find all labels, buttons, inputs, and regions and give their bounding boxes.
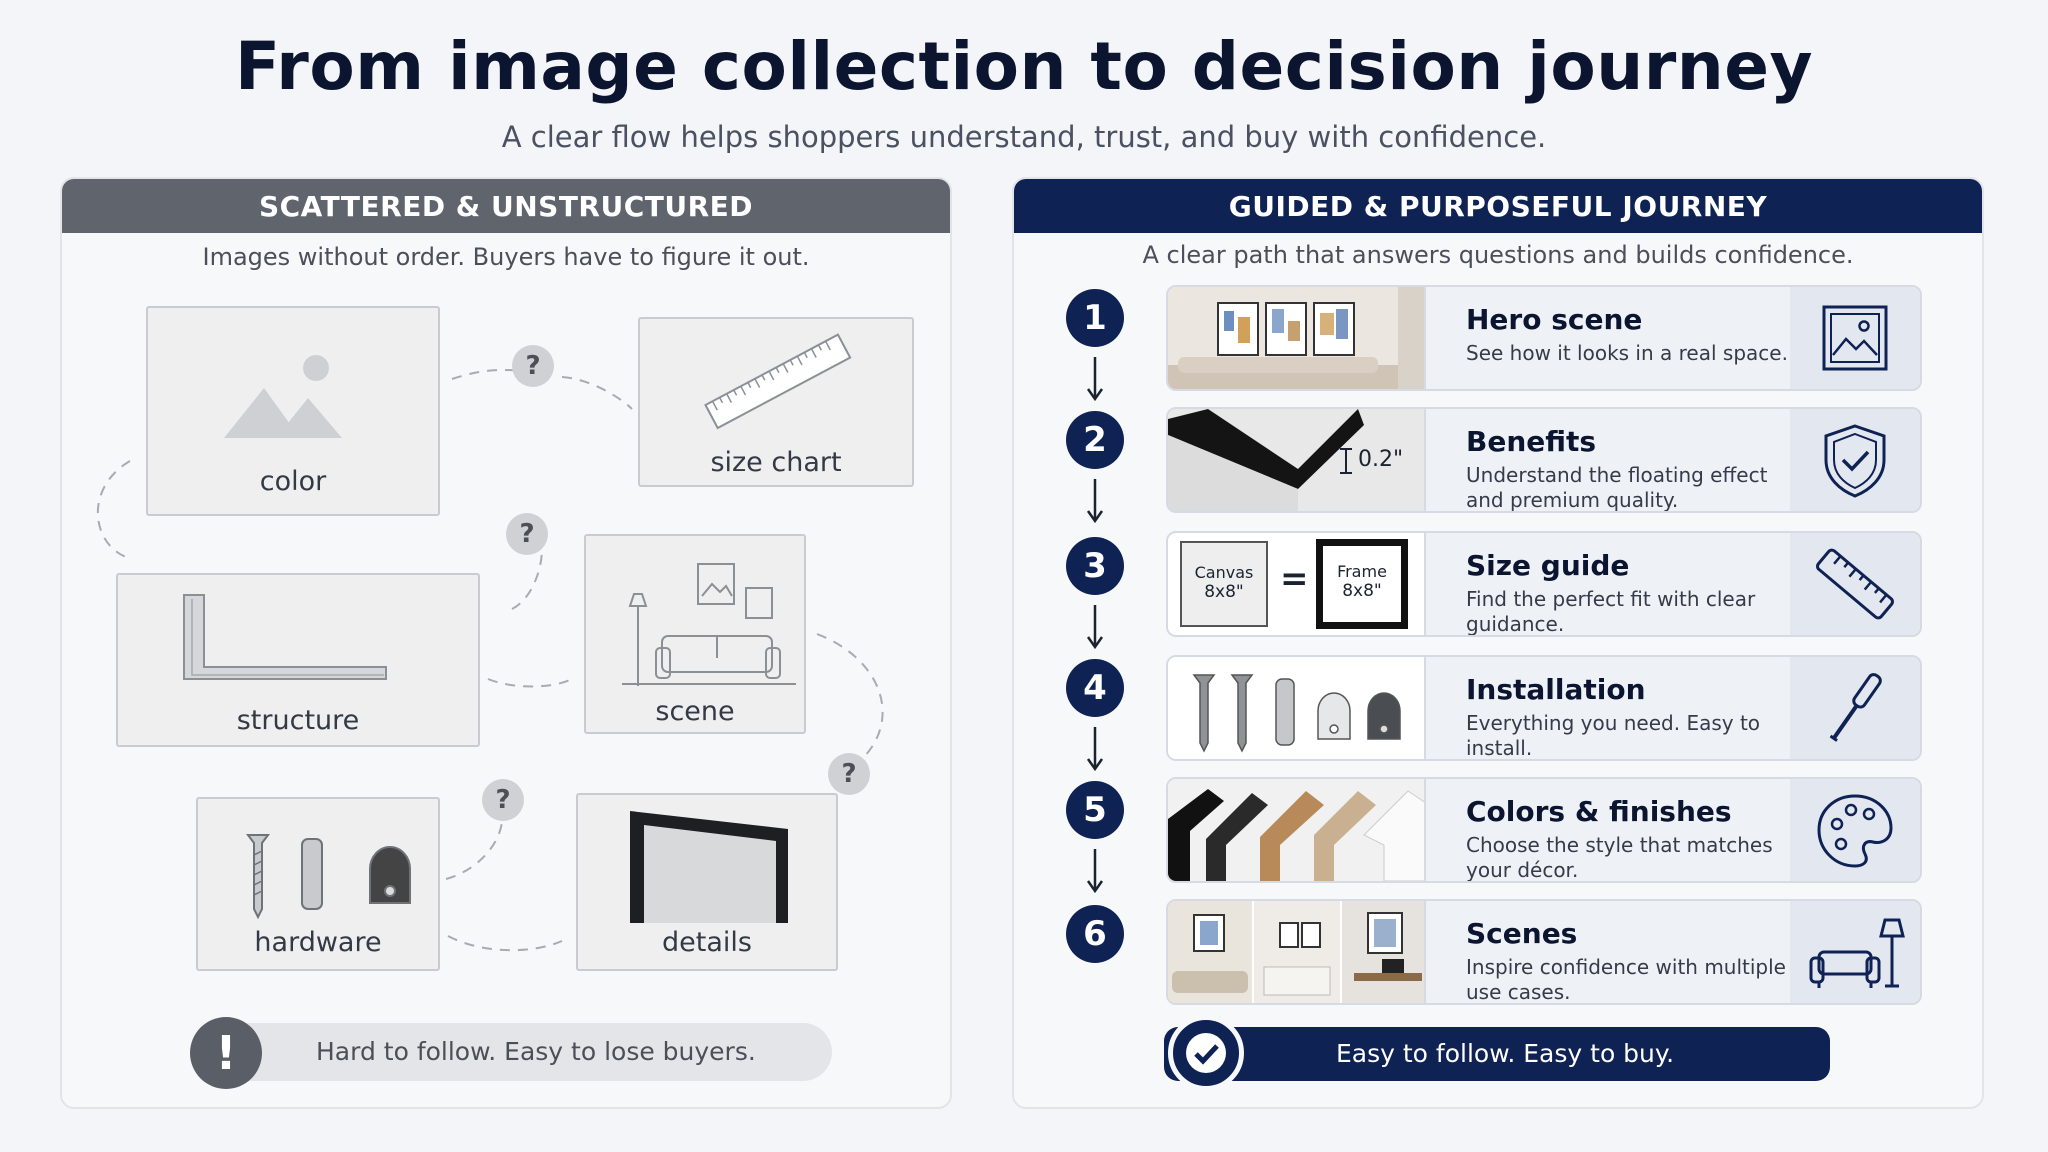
step-number: 3 <box>1066 537 1124 595</box>
sofa-lamp-icon <box>1809 918 1905 988</box>
hardware-card: hardware <box>196 797 440 971</box>
scenes-image <box>1168 901 1426 1003</box>
exclamation-icon: ! <box>190 1017 262 1089</box>
color-card-label: color <box>259 466 327 497</box>
frame-size: 8x8" <box>1342 581 1382 601</box>
colors-finishes-image <box>1168 779 1426 881</box>
step-description: Understand the floating effect and premi… <box>1466 463 1768 512</box>
equals-sign: = <box>1280 559 1309 599</box>
image-placeholder-icon <box>224 355 342 438</box>
canvas-label: Canvas <box>1194 563 1254 582</box>
step-number: 6 <box>1066 905 1124 963</box>
depth-measurement-label: 0.2" <box>1358 447 1404 472</box>
step-title: Size guide <box>1466 549 1630 582</box>
screwdriver-icon <box>1829 673 1882 742</box>
step-title: Benefits <box>1466 425 1597 458</box>
journey-panel-header: GUIDED & PURPOSEFUL JOURNEY <box>1014 179 1982 233</box>
step-description: Find the perfect fit with clear guidance… <box>1466 587 1756 636</box>
size-chart-card: size chart <box>638 317 914 487</box>
down-arrow-icon <box>1086 605 1104 650</box>
success-footer-bar <box>1164 1027 1830 1081</box>
step-card-hero-scene[interactable]: Hero scene See how it looks in a real sp… <box>1166 285 1922 391</box>
step-description: Inspire confidence with multiple use cas… <box>1466 955 1786 1004</box>
journey-panel-description: A clear path that answers questions and … <box>1142 241 1854 269</box>
step-description: Choose the style that matches your décor… <box>1466 833 1773 882</box>
step-description: See how it looks in a real space. <box>1466 341 1788 365</box>
step-icon-box <box>1790 779 1920 881</box>
page-subtitle: A clear flow helps shoppers understand, … <box>501 120 1547 154</box>
scattered-panel-header: SCATTERED & UNSTRUCTURED <box>62 179 950 233</box>
step-number: 4 <box>1066 659 1124 717</box>
step-title: Colors & finishes <box>1466 795 1732 828</box>
palette-icon <box>1817 794 1893 868</box>
step-icon-box <box>1790 657 1920 759</box>
room-sketch-icon <box>622 563 796 686</box>
frame-label: Frame <box>1337 562 1387 581</box>
step-title: Installation <box>1466 673 1646 706</box>
structure-card-label: structure <box>236 705 360 736</box>
warning-footer-bar <box>192 1023 832 1081</box>
question-mark-badge: ? <box>506 513 548 555</box>
structure-card: structure <box>116 573 480 747</box>
step-icon-box <box>1790 409 1920 511</box>
benefits-image: 0.2" <box>1168 409 1426 511</box>
frame-profile-icon <box>183 594 387 680</box>
step-description: Everything you need. Easy to install. <box>1466 711 1761 760</box>
step-number: 5 <box>1066 781 1124 839</box>
checkmark-icon <box>1168 1015 1244 1091</box>
journey-panel: GUIDED & PURPOSEFUL JOURNEY A clear path… <box>1012 177 1984 1109</box>
down-arrow-icon <box>1086 849 1104 894</box>
frame-box: Frame 8x8" <box>1316 539 1408 629</box>
down-arrow-icon <box>1086 357 1104 402</box>
step-icon-box <box>1790 287 1920 389</box>
step-card-scenes[interactable]: Scenes Inspire confidence with multiple … <box>1166 899 1922 1005</box>
scattered-panel-description: Images without order. Buyers have to fig… <box>202 243 810 271</box>
color-card: color <box>146 306 440 516</box>
step-icon-box <box>1790 901 1920 1003</box>
question-mark-badge: ? <box>828 753 870 795</box>
canvas-size: 8x8" <box>1204 582 1244 602</box>
ruler-icon <box>1816 548 1894 620</box>
frame-corner-detail-icon <box>630 811 788 923</box>
hero-scene-image <box>1168 287 1426 389</box>
canvas-box: Canvas 8x8" <box>1180 541 1268 627</box>
details-card: details <box>576 793 838 971</box>
question-mark-badge: ? <box>512 345 554 387</box>
size-guide-image: Canvas 8x8" = Frame 8x8" <box>1168 533 1426 635</box>
step-number: 2 <box>1066 411 1124 469</box>
step-number: 1 <box>1066 289 1124 347</box>
details-card-label: details <box>662 927 752 958</box>
warning-footer-text: Hard to follow. Easy to lose buyers. <box>316 1037 756 1066</box>
down-arrow-icon <box>1086 479 1104 524</box>
hardware-sketch-icon <box>246 834 411 919</box>
page-title: From image collection to decision journe… <box>234 28 1814 105</box>
down-arrow-icon <box>1086 727 1104 772</box>
dashed-connectors <box>96 368 884 952</box>
installation-image <box>1168 657 1426 759</box>
step-title: Hero scene <box>1466 303 1643 336</box>
shield-check-icon <box>1824 424 1886 498</box>
scene-card: scene <box>584 534 806 734</box>
step-card-benefits[interactable]: 0.2" Benefits Understand the floating ef… <box>1166 407 1922 513</box>
step-card-size-guide[interactable]: Canvas 8x8" = Frame 8x8" Size guide Find… <box>1166 531 1922 637</box>
size-chart-card-label: size chart <box>710 447 842 478</box>
step-card-colors-finishes[interactable]: Colors & finishes Choose the style that … <box>1166 777 1922 883</box>
scene-card-label: scene <box>655 696 735 727</box>
step-icon-box <box>1790 533 1920 635</box>
question-mark-badge: ? <box>482 779 524 821</box>
ruler-sketch-icon <box>704 333 852 430</box>
success-footer-text: Easy to follow. Easy to buy. <box>1336 1039 1675 1068</box>
scattered-panel: SCATTERED & UNSTRUCTURED Images without … <box>60 177 952 1109</box>
hardware-card-label: hardware <box>254 927 382 958</box>
step-title: Scenes <box>1466 917 1578 950</box>
picture-icon <box>1822 305 1888 371</box>
step-card-installation[interactable]: Installation Everything you need. Easy t… <box>1166 655 1922 761</box>
